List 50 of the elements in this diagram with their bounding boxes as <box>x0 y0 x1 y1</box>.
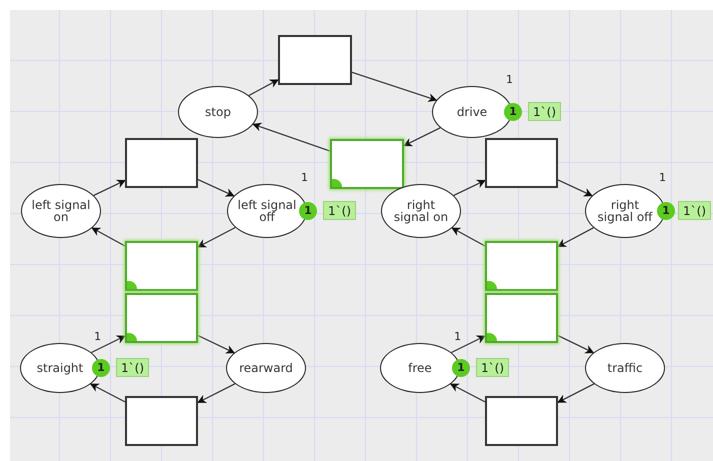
arc-arrow <box>352 72 438 102</box>
arc-arrow <box>450 383 486 402</box>
marking-label: 1`() <box>528 102 561 121</box>
transition-box <box>485 396 558 446</box>
place-name: right signal off <box>596 199 654 223</box>
transition-box <box>125 396 198 446</box>
place-name: free <box>407 362 433 374</box>
initial-marking-label: 1 <box>659 172 666 184</box>
arc-arrow <box>451 227 486 247</box>
transition-box <box>125 138 198 188</box>
arc-arrow <box>248 79 279 96</box>
enabled-transition-box <box>485 241 558 291</box>
initial-marking-label: 1 <box>301 172 308 184</box>
place-name: traffic <box>606 362 644 374</box>
enabled-transition-box <box>125 293 198 343</box>
marking-label: 1`() <box>678 201 711 220</box>
arc-inscription: 1 <box>453 330 462 343</box>
arc-arrow <box>197 383 236 404</box>
arc-arrow <box>557 227 594 248</box>
marking-label: 1`() <box>476 358 509 377</box>
place-name: right signal on <box>392 199 450 223</box>
enabled-transition-box <box>125 241 198 291</box>
marking-label: 1`() <box>116 358 149 377</box>
arc-arrow <box>252 122 330 152</box>
arc-arrow <box>451 335 486 354</box>
arc-arrow <box>453 180 486 196</box>
place-name: straight <box>36 362 84 374</box>
enabled-transition-box <box>330 139 404 189</box>
marking-label: 1`() <box>323 201 356 220</box>
place-name: left signal on <box>30 199 92 223</box>
place-name: left signal off <box>236 199 298 223</box>
arc-arrow <box>558 179 593 196</box>
place-name: drive <box>456 106 488 118</box>
arc-arrow <box>198 179 235 197</box>
place-name: stop <box>204 106 232 118</box>
place-name: rearward <box>238 362 294 374</box>
arc-arrow <box>198 334 235 354</box>
arc-inscription: 1 <box>93 330 102 343</box>
initial-marking-label: 1 <box>506 74 513 86</box>
arc-arrow <box>403 127 440 146</box>
transition-box <box>485 138 558 188</box>
enabled-transition-box <box>485 293 558 343</box>
arc-arrow <box>197 226 236 248</box>
arc-arrow <box>91 335 126 354</box>
arc-arrow <box>91 227 126 247</box>
arc-arrow <box>90 383 126 402</box>
arc-arrow <box>93 180 126 196</box>
transition-box <box>278 35 352 85</box>
arc-arrow <box>558 335 594 354</box>
arc-arrow <box>557 383 594 403</box>
